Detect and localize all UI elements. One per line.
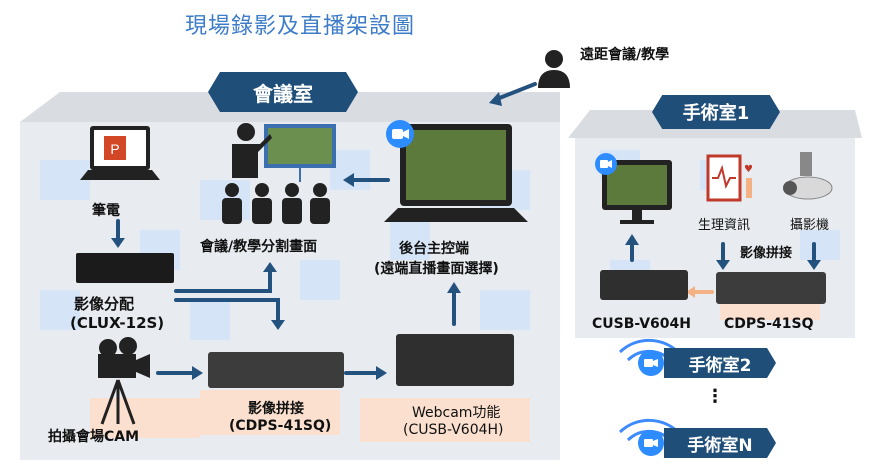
surgical-camera-icon — [783, 152, 833, 200]
page-title: 現場錄影及直播架設圖 — [184, 14, 415, 39]
zoom-icon-room-2 — [638, 350, 664, 376]
laptop-label: 筆電 — [92, 203, 120, 219]
stitcher-label-2: (CDPS-41SQ) — [229, 418, 332, 434]
more-rooms-dots: ⋮ — [706, 386, 724, 407]
clux-12s-device — [76, 253, 174, 283]
stitcher-label-1: 影像拼接 — [248, 401, 304, 417]
surgery-cusb-v604h-device — [600, 270, 688, 300]
surgery-device-right-label: CDPS-41SQ — [724, 316, 814, 332]
console-label-2: (遠端直播畫面選擇) — [374, 261, 499, 277]
monitor-icon — [595, 153, 672, 224]
surgery-camera-label: 攝影機 — [790, 218, 830, 233]
zoom-icon — [386, 120, 414, 148]
video-camera-icon — [98, 337, 150, 425]
surgery-room-n-banner: 手術室N — [664, 428, 776, 458]
presenter-label: 會議/教學分割畫面 — [200, 239, 318, 255]
connection-arrows — [116, 82, 816, 375]
remote-user-icon — [538, 50, 570, 88]
physiological-info-icon: ♥ — [706, 154, 753, 202]
cusb-v604h-device — [396, 334, 514, 386]
svg-text:♥: ♥ — [744, 164, 753, 175]
console-laptop-icon — [384, 124, 528, 222]
webcam-label-2: (CUSB-V604H) — [403, 422, 504, 438]
building-floor-highlights — [90, 390, 530, 442]
svg-text:P: P — [110, 141, 119, 157]
meeting-room-banner: 會議室 — [208, 72, 358, 112]
remote-label: 遠距會議/教學 — [580, 47, 670, 63]
splitter-label-2: (CLUX-12S) — [70, 314, 165, 332]
arrow-heads — [111, 92, 821, 380]
zoom-icon-room-n — [638, 430, 664, 456]
surgery-room-1-banner: 手術室1 — [652, 95, 780, 129]
surgery-room-2-banner: 手術室2 — [664, 348, 776, 378]
cdps-41sq-device — [208, 352, 344, 388]
webcam-label-1: Webcam功能 — [412, 405, 501, 421]
physio-label: 生理資訊 — [698, 218, 751, 233]
surgery-device-left-label: CUSB-V604H — [592, 316, 691, 332]
laptop-icon: P — [80, 126, 160, 180]
camera-label: 拍攝會場CAM — [48, 429, 140, 445]
presentation-audience-icon — [222, 123, 336, 224]
console-label-1: 後台主控端 — [399, 241, 469, 257]
surgery-cdps-41sq-device — [716, 272, 826, 304]
splitter-label-1: 影像分配 — [74, 295, 135, 313]
surgery-stitch-label: 影像拼接 — [740, 246, 793, 261]
